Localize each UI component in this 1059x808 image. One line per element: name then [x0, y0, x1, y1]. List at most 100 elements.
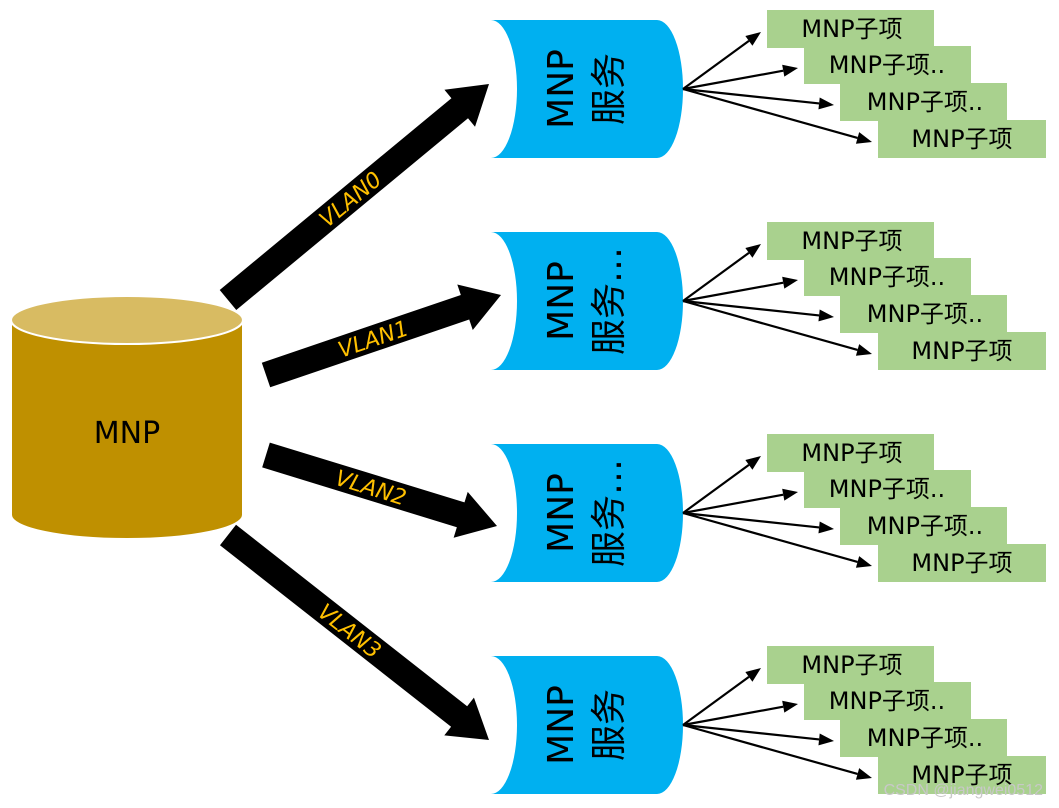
- sub-item-arrow: [682, 87, 872, 144]
- sub-item: MNP子项: [767, 434, 934, 472]
- sub-item-box: [878, 544, 1046, 582]
- sub-item: MNP子项: [767, 646, 934, 684]
- sub-item: MNP子项..: [840, 507, 1007, 545]
- sub-item-label: MNP子项: [911, 125, 1012, 153]
- sub-item-box: [804, 46, 971, 84]
- sub-item-arrow: [682, 87, 834, 110]
- service-0-items: MNP子项 MNP子项.. MNP子项.. MNP子项: [682, 10, 1046, 158]
- sub-items: MNP子项MNP子项..MNP子项..MNP子项MNP子项MNP子项..MNP子…: [682, 10, 1046, 794]
- sub-item-label: MNP子项..: [867, 88, 983, 116]
- vlan0-label: VLAN0: [315, 167, 387, 233]
- sub-item-arrow: [682, 244, 761, 302]
- vlan3-label: VLAN3: [313, 600, 386, 665]
- sub-item-label: MNP子项: [801, 15, 902, 43]
- vlan2-arrow: VLAN2: [262, 442, 497, 538]
- sub-item-box: [840, 295, 1007, 333]
- sub-item-label: MNP子项: [911, 549, 1012, 577]
- sub-item: MNP子项..: [840, 83, 1007, 121]
- sub-item-arrow: [682, 488, 798, 515]
- sub-item-label: MNP子项: [801, 439, 902, 467]
- vlan3-arrow: VLAN3: [219, 524, 490, 741]
- sub-item-label: MNP子项..: [829, 263, 945, 291]
- sub-item-label: MNP子项: [801, 651, 902, 679]
- database-top: [10, 295, 244, 345]
- sub-item-box: [878, 756, 1046, 794]
- sub-item: MNP子项..: [804, 46, 971, 84]
- sub-item: MNP子项: [878, 756, 1046, 794]
- sub-item: MNP子项: [767, 10, 934, 48]
- sub-item-arrow: [682, 299, 834, 322]
- service-1-cylinder: [491, 232, 683, 370]
- sub-item-box: [840, 83, 1007, 121]
- database-label: MNP: [94, 416, 160, 451]
- sub-item-box: [767, 434, 934, 472]
- sub-item-box: [840, 719, 1007, 757]
- sub-item-label: MNP子项..: [829, 51, 945, 79]
- vlan2-arrow-shape: [262, 442, 497, 538]
- service-3-cylinder: [491, 656, 683, 794]
- sub-item: MNP子项: [767, 222, 934, 260]
- sub-item: MNP子项..: [840, 719, 1007, 757]
- sub-item-box: [878, 332, 1046, 370]
- service-2-cylinder: [491, 444, 683, 582]
- vlan2-label: VLAN2: [332, 466, 409, 511]
- service-1-items: MNP子项 MNP子项.. MNP子项.. MNP子项: [682, 222, 1046, 370]
- sub-item-box: [840, 507, 1007, 545]
- vlan3-arrow-shape: [219, 524, 490, 741]
- sub-item-arrow: [682, 32, 761, 90]
- vlan0-arrow: VLAN0: [219, 83, 490, 311]
- sub-item-box: [804, 470, 971, 508]
- sub-item: MNP子项..: [804, 470, 971, 508]
- service-0-cylinder: [491, 20, 683, 158]
- sub-item: MNP子项: [878, 544, 1046, 582]
- sub-item: MNP子项: [878, 332, 1046, 370]
- mnp-database: MNP: [10, 295, 244, 540]
- sub-item-arrow: [682, 668, 761, 726]
- sub-item: MNP子项..: [804, 258, 971, 296]
- sub-item-arrow: [682, 511, 834, 534]
- service-2-items: MNP子项 MNP子项.. MNP子项.. MNP子项: [682, 434, 1046, 582]
- sub-item-label: MNP子项: [911, 337, 1012, 365]
- sub-item: MNP子项..: [840, 295, 1007, 333]
- sub-item-arrow: [682, 723, 834, 746]
- sub-item-arrow: [682, 456, 761, 514]
- sub-item-box: [767, 222, 934, 260]
- sub-item-box: [767, 646, 934, 684]
- sub-item-label: MNP子项: [911, 761, 1012, 789]
- sub-item-label: MNP子项..: [829, 475, 945, 503]
- sub-item-arrow: [682, 511, 872, 568]
- sub-item-arrow: [682, 700, 798, 727]
- watermark: CSDN @jiangwei0512: [883, 782, 1043, 799]
- vlan0-arrow-shape: [219, 83, 490, 311]
- service-3-items: MNP子项 MNP子项.. MNP子项.. MNP子项: [682, 646, 1046, 794]
- sub-item: MNP子项..: [804, 682, 971, 720]
- sub-item-arrow: [682, 64, 798, 91]
- vlan1-label: VLAN1: [335, 316, 412, 363]
- sub-item-label: MNP子项..: [867, 512, 983, 540]
- sub-item: MNP子项: [878, 120, 1046, 158]
- sub-item-label: MNP子项..: [867, 724, 983, 752]
- sub-item-arrow: [682, 723, 872, 780]
- vlan1-arrow: VLAN1: [261, 284, 502, 388]
- vlan1-arrow-shape: [261, 284, 502, 388]
- sub-item-label: MNP子项..: [829, 687, 945, 715]
- sub-item-box: [804, 682, 971, 720]
- database-body: [10, 319, 244, 540]
- sub-item-box: [878, 120, 1046, 158]
- sub-item-label: MNP子项..: [867, 300, 983, 328]
- sub-item-arrow: [682, 299, 872, 356]
- sub-item-label: MNP子项: [801, 227, 902, 255]
- sub-item-box: [804, 258, 971, 296]
- sub-item-arrow: [682, 276, 798, 303]
- sub-item-box: [767, 10, 934, 48]
